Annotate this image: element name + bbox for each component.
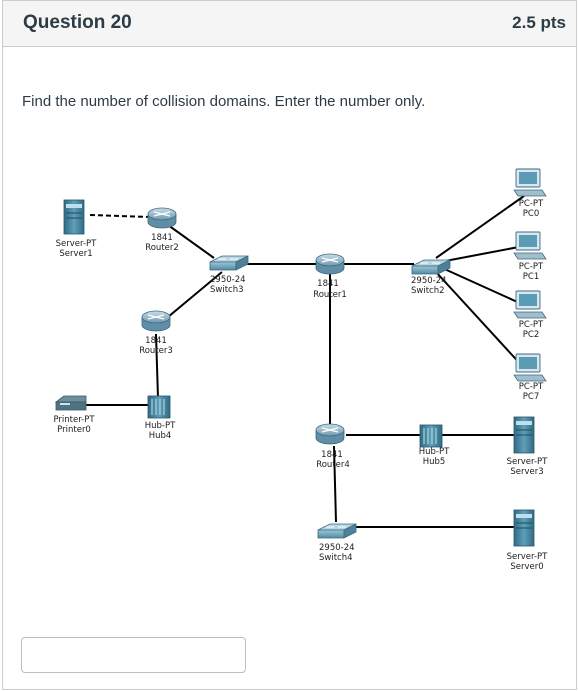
router-icon bbox=[315, 253, 345, 275]
server1-model-label: Server-PT bbox=[56, 239, 98, 249]
link-switch2-pc7 bbox=[435, 271, 525, 369]
link-router3-hub4 bbox=[155, 333, 159, 399]
server-icon bbox=[63, 199, 85, 235]
question-text: Find the number of collision domains. En… bbox=[22, 93, 426, 110]
server0-model-label: Server-PT bbox=[507, 552, 549, 562]
pc7-model-label: PC-PT bbox=[519, 382, 544, 392]
printer0-name-label: Printer0 bbox=[57, 425, 91, 435]
hub4-model-label: Hub-PT bbox=[145, 421, 176, 431]
server0-name-label: Server0 bbox=[510, 562, 543, 572]
switch-icon bbox=[209, 255, 249, 271]
link-server1-router2 bbox=[89, 214, 151, 218]
server-icon bbox=[513, 509, 535, 547]
pc2-name-label: PC2 bbox=[523, 330, 539, 340]
router4-model-label: 1841 bbox=[321, 450, 343, 460]
pc-icon bbox=[513, 353, 547, 382]
server-icon bbox=[513, 416, 535, 454]
pc-icon bbox=[513, 290, 547, 319]
hub4-name-label: Hub4 bbox=[149, 431, 172, 441]
printer0-model-label: Printer-PT bbox=[53, 415, 95, 425]
router-icon bbox=[141, 310, 171, 332]
pc7-name-label: PC7 bbox=[523, 392, 539, 402]
pc-icon bbox=[513, 231, 547, 260]
pc-icon bbox=[513, 168, 547, 197]
switch2-name-label: Switch2 bbox=[411, 286, 445, 296]
router-icon bbox=[315, 423, 345, 445]
answer-input[interactable] bbox=[21, 637, 246, 673]
pc2-model-label: PC-PT bbox=[519, 320, 544, 330]
question-title: Question 20 bbox=[23, 12, 132, 33]
router1-name-label: Router1 bbox=[313, 290, 347, 300]
link-switch2-pc2 bbox=[439, 266, 525, 306]
hub5-model-label: Hub-PT bbox=[419, 447, 450, 457]
pc1-name-label: PC1 bbox=[523, 272, 539, 282]
link-switch2-pc1 bbox=[439, 245, 525, 263]
router3-model-label: 1841 bbox=[145, 336, 167, 346]
switch-icon bbox=[317, 523, 357, 539]
server3-model-label: Server-PT bbox=[507, 457, 549, 467]
router4-name-label: Router4 bbox=[316, 460, 350, 470]
server1-name-label: Server1 bbox=[59, 249, 92, 259]
network-links bbox=[86, 195, 525, 528]
router1-model-label: 1841 bbox=[317, 279, 339, 289]
pc0-name-label: PC0 bbox=[523, 209, 539, 219]
network-topology-diagram: Server-PT Server1 1841 Router2 2950-24 S… bbox=[53, 168, 549, 572]
hub-icon bbox=[419, 424, 443, 448]
pc0-model-label: PC-PT bbox=[519, 199, 544, 209]
link-switch2-pc0 bbox=[435, 195, 525, 259]
hub5-name-label: Hub5 bbox=[423, 457, 446, 467]
router3-name-label: Router3 bbox=[139, 346, 173, 356]
question-header: Question 20 2.5 pts bbox=[3, 0, 576, 47]
switch4-name-label: Switch4 bbox=[319, 553, 353, 563]
switch4-model-label: 2950-24 bbox=[319, 543, 355, 553]
link-switch3-router3 bbox=[167, 271, 223, 318]
switch2-model-label: 2950-24 bbox=[411, 276, 447, 286]
link-router2-switch3 bbox=[167, 224, 215, 259]
question-points: 2.5 pts bbox=[512, 13, 566, 32]
router2-model-label: 1841 bbox=[151, 233, 173, 243]
router2-name-label: Router2 bbox=[145, 243, 179, 253]
server3-name-label: Server3 bbox=[510, 467, 543, 477]
link-router4-switch4 bbox=[333, 445, 337, 523]
switch3-name-label: Switch3 bbox=[210, 285, 244, 295]
hub-icon bbox=[147, 395, 171, 419]
pc1-model-label: PC-PT bbox=[519, 262, 544, 272]
router-icon bbox=[147, 207, 177, 229]
switch3-model-label: 2950-24 bbox=[210, 275, 246, 285]
printer-icon bbox=[54, 395, 87, 411]
switch-icon bbox=[411, 259, 451, 275]
